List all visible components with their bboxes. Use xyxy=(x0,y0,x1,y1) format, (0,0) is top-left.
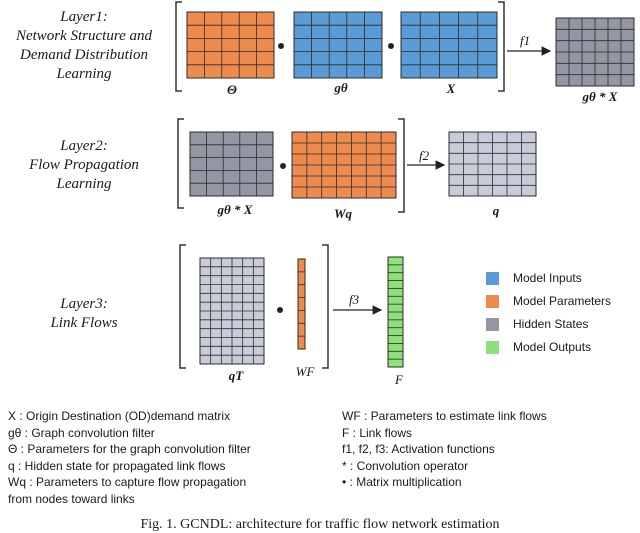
f2-label: f2 xyxy=(419,148,430,163)
definition-item: gθ : Graph convolution filter xyxy=(8,425,155,440)
definition-item: Wq : Parameters to capture flow propagat… xyxy=(8,475,247,490)
f-output-vector xyxy=(387,256,404,368)
definition-item: F : Link flows xyxy=(342,425,413,440)
definition-item: from nodes toward links xyxy=(8,491,135,506)
matrix-body xyxy=(186,11,275,79)
matrix-multiplication-dot xyxy=(388,43,394,49)
layer1-title: Layer1: Network Structure and Demand Dis… xyxy=(2,8,166,84)
layer1-output-label: gθ * X xyxy=(582,89,618,104)
layer1-title-line: Learning xyxy=(56,66,112,82)
legend: Model Inputs Model Parameters Hidden Sta… xyxy=(486,270,611,355)
x-input-matrix xyxy=(400,11,498,79)
q-hidden-matrix xyxy=(448,131,537,197)
theta-label: Θ xyxy=(227,82,237,97)
layer2-input-hidden-matrix xyxy=(189,131,274,197)
architecture-diagram xyxy=(175,1,635,369)
definition-item: Θ : Parameters for the graph convolution… xyxy=(8,442,251,457)
layer3-title-line: Link Flows xyxy=(50,315,118,331)
q-transpose-matrix xyxy=(199,257,265,365)
figure-caption: Fig. 1. GCNDL: architecture for traffic … xyxy=(140,517,500,532)
legend-label: Model Parameters xyxy=(513,294,612,308)
f-label: F xyxy=(395,372,403,387)
layer3-right-bracket xyxy=(322,244,329,369)
definition-item: f1, f2, f3: Activation functions xyxy=(342,442,495,457)
g-theta-label: gθ xyxy=(334,80,348,95)
wq-parameter-matrix xyxy=(291,131,397,199)
matrix-multiplication-dot xyxy=(278,43,284,49)
layer2-right-bracket xyxy=(398,118,405,213)
matrix-body xyxy=(189,131,274,197)
legend-item-model-inputs: Model Inputs xyxy=(486,270,611,286)
wf-parameter-vector xyxy=(297,258,306,350)
matrix-body xyxy=(400,11,498,79)
definition-item: X : Origin Destination (OD)demand matrix xyxy=(8,409,231,423)
matrix-multiplication-dot xyxy=(280,163,286,169)
layer3-title: Layer3: Link Flows xyxy=(2,295,166,333)
legend-label: Model Outputs xyxy=(513,340,592,354)
g-theta-matrix xyxy=(293,11,383,79)
x-label: X xyxy=(446,81,456,96)
definition-item: * : Convolution operator xyxy=(342,458,469,473)
layer1-left-bracket xyxy=(175,1,182,92)
layer2-title-line: Flow Propagation xyxy=(29,157,139,173)
layer2-title-line: Learning xyxy=(56,176,112,192)
layer3-left-bracket xyxy=(179,244,186,369)
q-transpose-label: qT xyxy=(228,368,244,383)
matrix-multiplication-dot xyxy=(277,307,283,313)
layer1-title-line: Network Structure and xyxy=(15,28,153,44)
legend-swatch xyxy=(486,294,499,308)
layer1-hidden-matrix xyxy=(555,17,635,87)
legend-swatch xyxy=(486,340,499,354)
layer2-title-line: Layer2: xyxy=(60,138,108,154)
f3-label: f3 xyxy=(349,292,360,307)
matrix-body xyxy=(293,11,383,79)
legend-swatch xyxy=(486,271,499,285)
wq-label: Wq xyxy=(333,206,353,221)
layer1-right-bracket xyxy=(498,1,505,92)
layer2-title: Layer2: Flow Propagation Learning xyxy=(2,137,166,194)
layer3-title-line: Layer3: xyxy=(60,296,108,312)
legend-item-model-outputs: Model Outputs xyxy=(486,339,611,355)
f1-label: f1 xyxy=(520,33,531,48)
legend-item-hidden-states: Hidden States xyxy=(486,316,611,332)
layer2-input-label: gθ * X xyxy=(217,202,253,217)
matrix-body xyxy=(297,258,306,350)
layer2-left-bracket xyxy=(177,118,184,209)
legend-label: Hidden States xyxy=(513,317,589,331)
definition-item: q : Hidden state for propagated link flo… xyxy=(8,458,226,473)
legend-swatch xyxy=(486,317,499,331)
q-label: q xyxy=(492,203,500,218)
theta-matrix xyxy=(186,11,275,79)
definition-item: WF : Parameters to estimate link flows xyxy=(342,409,547,423)
legend-label: Model Inputs xyxy=(513,271,582,285)
legend-item-model-parameters: Model Parameters xyxy=(486,293,611,309)
layer1-title-line: Demand Distribution xyxy=(20,47,148,63)
layer1-title-line: Layer1: xyxy=(60,9,108,25)
definition-item: • : Matrix multiplication xyxy=(342,475,462,490)
definitions-right: WF : Parameters to estimate link flows F… xyxy=(342,408,547,491)
wf-label: WF xyxy=(295,364,315,379)
definitions-left: X : Origin Destination (OD)demand matrix… xyxy=(8,408,251,508)
